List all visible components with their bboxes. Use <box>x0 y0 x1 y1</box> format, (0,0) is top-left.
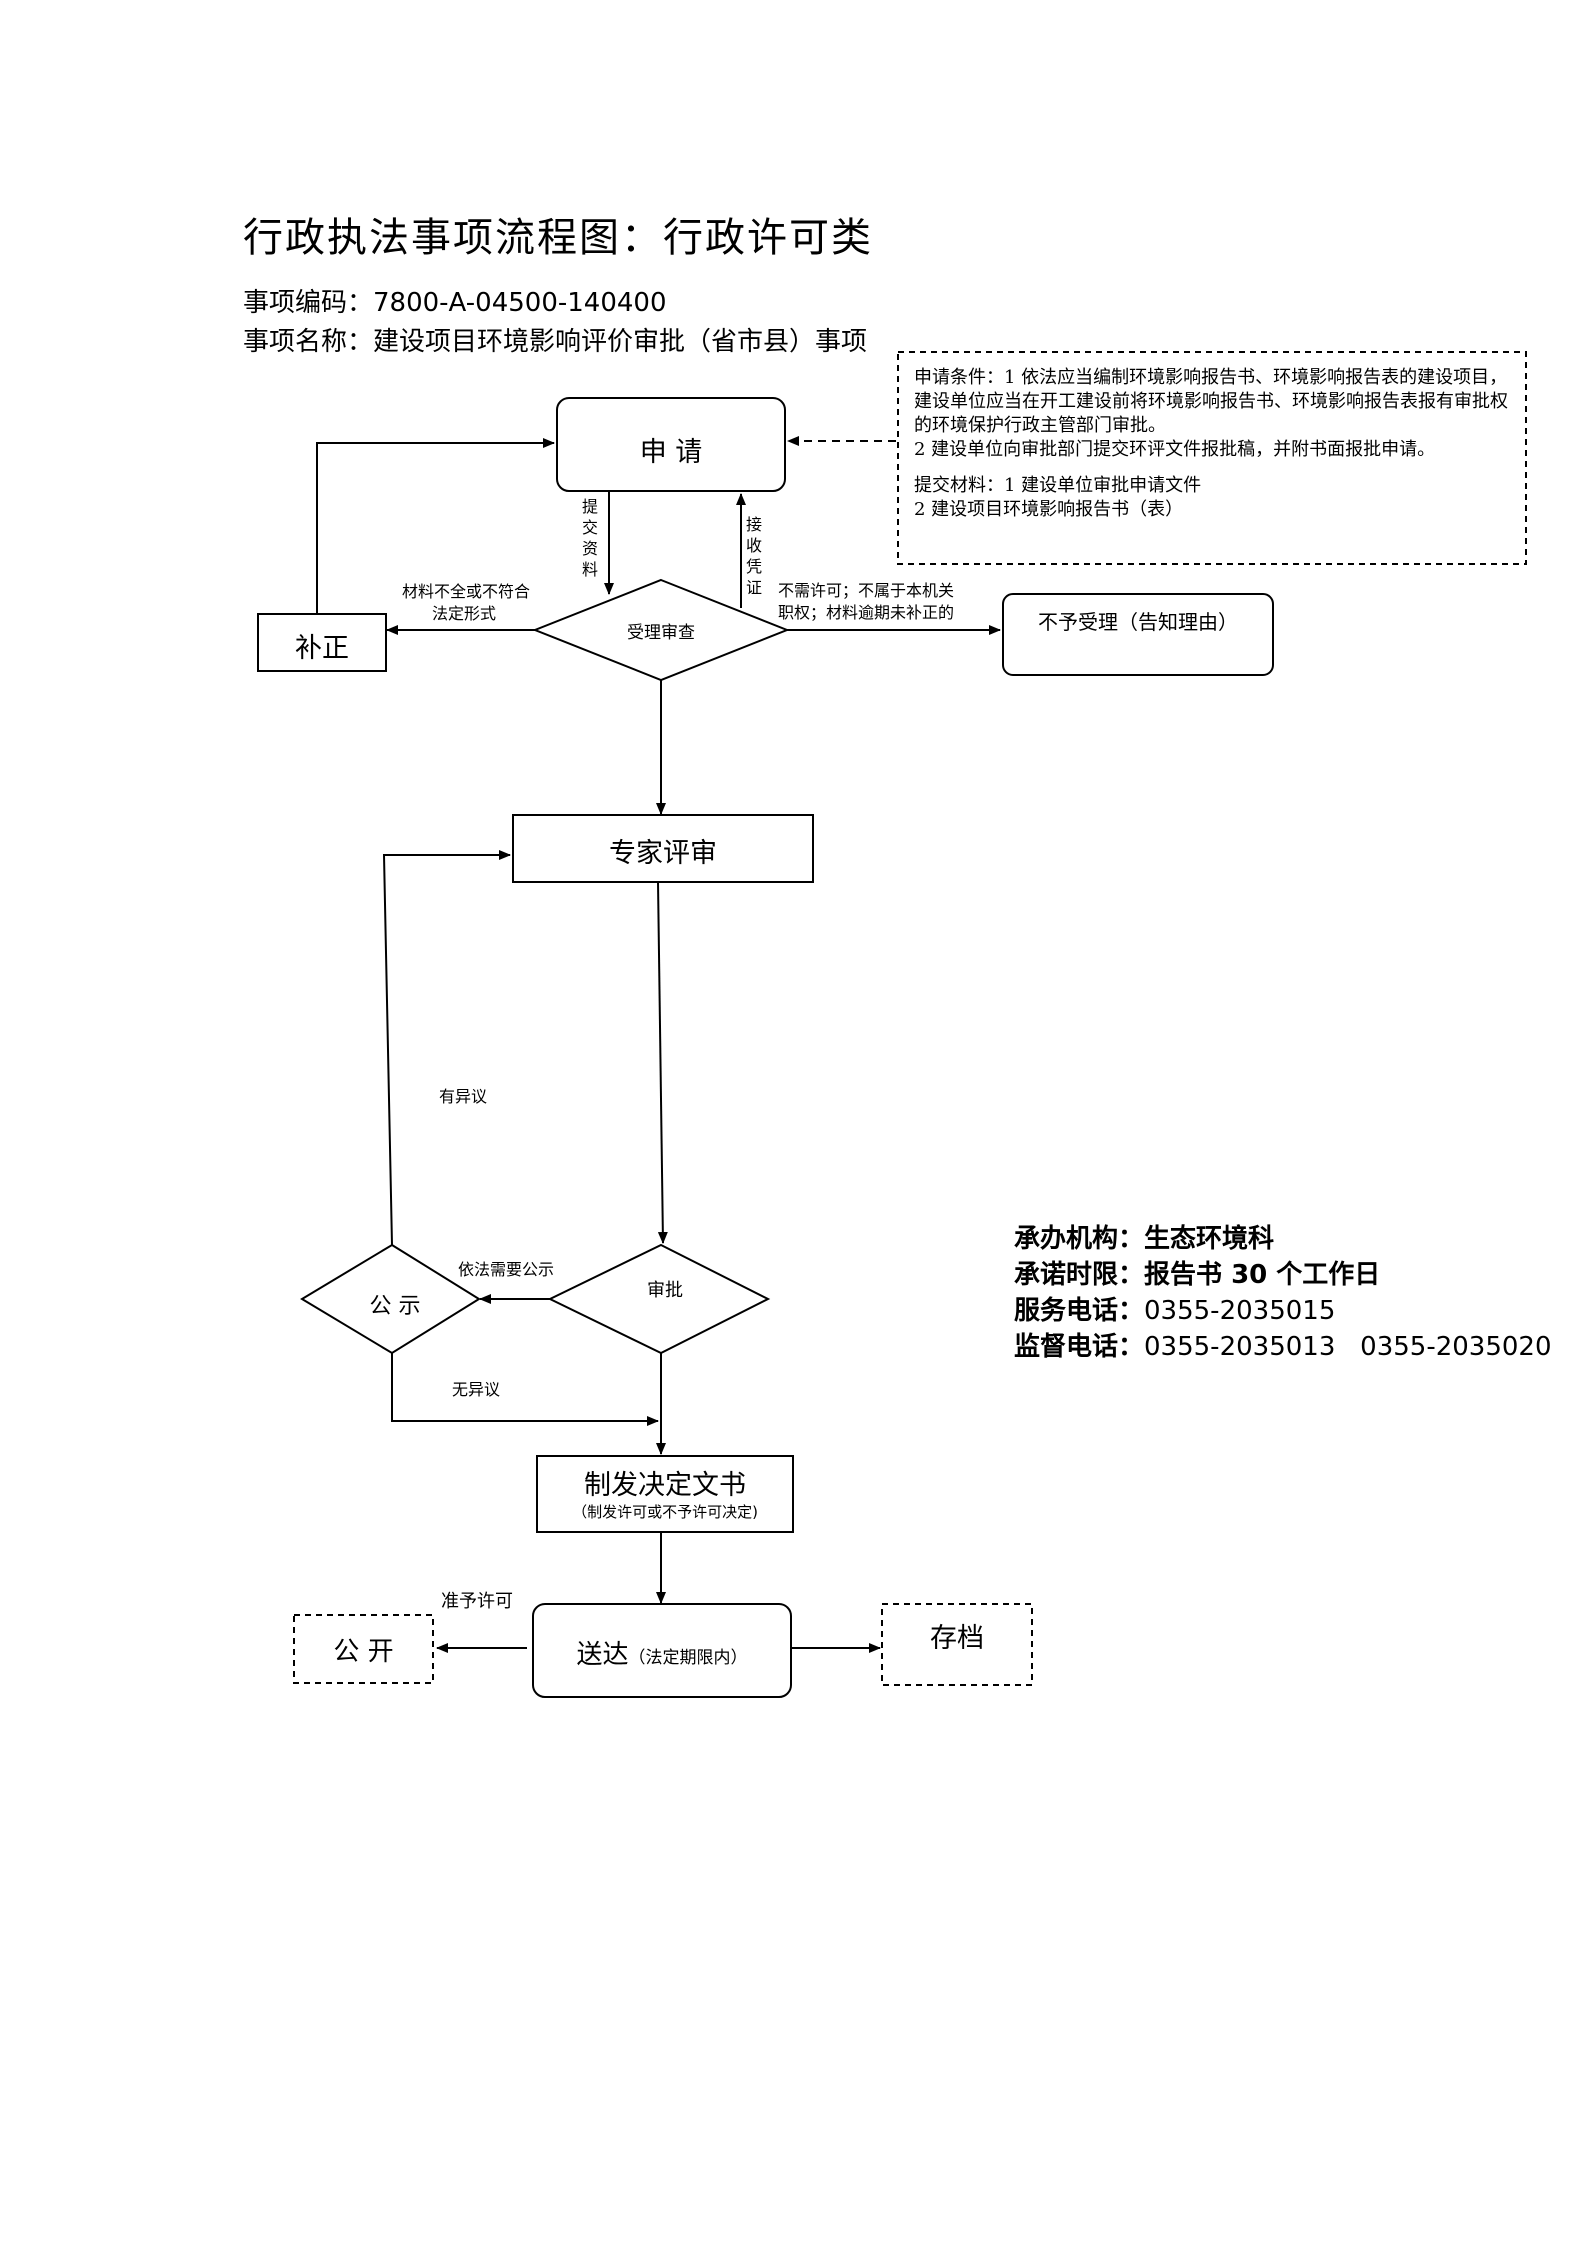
submit-label: 提交资料 <box>581 497 598 579</box>
supplement-loop-line <box>316 438 555 613</box>
grant-label: 准予许可 <box>441 1591 513 1612</box>
phone-label: 服务电话： <box>1014 1296 1145 1326</box>
apply-node-shape <box>556 397 786 492</box>
noneed-label-line-1: 不需许可；不属于本机关 <box>778 581 955 600</box>
reject-node-shape <box>1002 593 1274 676</box>
decision-subtitle: （制发许可或不予许可决定) <box>572 1503 758 1521</box>
org-label: 承办机构： <box>1014 1224 1145 1254</box>
deliver-subtitle: （法定期限内） <box>628 1648 748 1668</box>
item-code: 事项编码：7800-A-04500-140400 <box>243 288 667 318</box>
page-title: 行政执法事项流程图：行政许可类 <box>243 215 873 261</box>
incomplete-label-line-1: 材料不全或不符合 <box>402 582 531 601</box>
condition-line-1: 申请条件：1 依法应当编制环境影响报告书、环境影响报告表的建设项目，建设单位应当… <box>914 367 1508 436</box>
apply-node: 申 请 <box>639 437 703 468</box>
objection-label: 有异议 <box>439 1087 488 1106</box>
review-node: 受理审查 <box>627 623 695 643</box>
disclose-node: 公 开 <box>333 1637 394 1667</box>
decision-node-shape <box>536 1455 794 1533</box>
noneed-label-line-2: 职权；材料逾期未补正的 <box>778 603 955 622</box>
objection-loop-line <box>382 850 511 1246</box>
condition-line-2: 2 建设单位向审批部门提交环评文件报批稿，并附书面报批申请。 <box>914 439 1436 460</box>
reject-node: 不予受理（告知理由） <box>1038 610 1238 634</box>
phone-info: 服务电话：0355-2035015 <box>1014 1290 1335 1327</box>
org-value: 生态环境科 <box>1144 1224 1275 1254</box>
conditions-box-border <box>897 351 1527 565</box>
archive-node-shape <box>881 1603 1033 1686</box>
materials-line-2: 2 建设项目环境影响报告书（表） <box>914 499 1184 520</box>
deliver-node: 送达（法定期限内） <box>533 1634 791 1671</box>
supervise-info: 监督电话：0355-2035013 0355-2035020 <box>1014 1326 1552 1363</box>
no-objection-line <box>391 1353 659 1426</box>
expert-node: 专家评审 <box>609 838 717 869</box>
conditions-text: 申请条件：1 依法应当编制环境影响报告书、环境影响报告表的建设项目，建设单位应当… <box>898 352 1526 564</box>
expert-to-approve-arrow <box>657 881 668 1244</box>
deliver-node-shape <box>532 1603 792 1698</box>
supervise-value: 0355-2035013 0355-2035020 <box>1144 1332 1552 1362</box>
supervise-label: 监督电话： <box>1014 1332 1145 1362</box>
approve-node: 审批 <box>647 1280 683 1301</box>
archive-node: 存档 <box>930 1623 984 1654</box>
publicity-node: 公 示 <box>369 1294 421 1319</box>
need-public-label: 依法需要公示 <box>458 1260 555 1279</box>
materials-line-1: 提交材料：1 建设单位审批申请文件 <box>914 475 1202 496</box>
decision-node: 制发决定文书 <box>584 1470 746 1501</box>
supplement-node: 补正 <box>295 633 349 664</box>
deliver-label: 送达 <box>576 1640 629 1670</box>
no-objection-label: 无异议 <box>452 1380 501 1399</box>
phone-value: 0355-2035015 <box>1144 1296 1336 1326</box>
time-info: 承诺时限：报告书 30 个工作日 <box>1014 1254 1380 1291</box>
incomplete-label-line-2: 法定形式 <box>432 604 497 623</box>
org-info: 承办机构：生态环境科 <box>1014 1218 1274 1255</box>
item-name: 事项名称：建设项目环境影响评价审批（省市县）事项 <box>243 327 868 357</box>
receipt-label: 接收凭证 <box>745 515 762 597</box>
expert-node-shape <box>512 814 814 883</box>
time-value: 报告书 30 个工作日 <box>1144 1260 1381 1290</box>
supplement-node-shape <box>257 613 387 672</box>
disclose-node-shape <box>293 1614 434 1684</box>
time-label: 承诺时限： <box>1014 1260 1145 1290</box>
